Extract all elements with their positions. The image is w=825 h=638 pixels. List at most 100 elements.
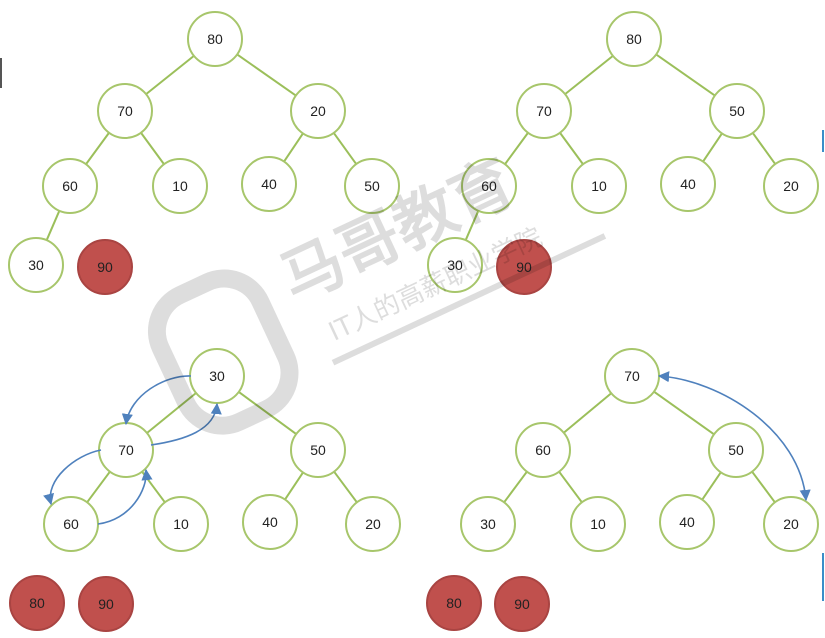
node-label: 80	[446, 595, 462, 611]
node-circle	[344, 158, 400, 214]
tree-edge	[503, 471, 528, 503]
node-label: 20	[365, 516, 381, 532]
node-circle	[516, 83, 572, 139]
node-circle	[461, 158, 517, 214]
node-circle	[515, 422, 571, 478]
heap-node: 10	[570, 496, 626, 552]
heap-node: 30	[427, 237, 483, 293]
swap-arrow	[121, 375, 192, 426]
node-circle	[153, 496, 209, 552]
node-label: 40	[679, 514, 695, 530]
node-label: 90	[97, 259, 113, 275]
node-label: 80	[207, 31, 223, 47]
node-label: 80	[29, 595, 45, 611]
heap-node: 60	[515, 422, 571, 478]
node-circle	[187, 11, 243, 67]
tree-edge	[559, 132, 584, 165]
right-edge-mark-top	[822, 130, 824, 152]
node-label: 60	[63, 516, 79, 532]
tree-edge	[464, 210, 480, 241]
node-circle	[427, 237, 483, 293]
heap-node: 30	[460, 496, 516, 552]
node-label: 40	[680, 176, 696, 192]
node-circle	[709, 83, 765, 139]
tree-edge	[140, 132, 165, 165]
heap-node: 20	[345, 496, 401, 552]
node-label: 30	[28, 257, 44, 273]
sorted-node: 80	[9, 575, 65, 631]
heap-node: 40	[660, 156, 716, 212]
node-label: 50	[729, 103, 745, 119]
heap-node: 50	[708, 422, 764, 478]
node-circle	[242, 494, 298, 550]
heap-node: 10	[571, 158, 627, 214]
heap-node: 70	[98, 422, 154, 478]
tree-edge	[702, 132, 723, 163]
heap-node: 40	[242, 494, 298, 550]
node-label: 20	[783, 178, 799, 194]
tree-edge	[145, 55, 195, 95]
node-label: 30	[480, 516, 496, 532]
heap-node: 60	[42, 158, 98, 214]
node-circle	[570, 496, 626, 552]
heap-node: 40	[659, 494, 715, 550]
tree-edge	[751, 471, 776, 503]
heap-node: 60	[461, 158, 517, 214]
tree-edge	[333, 471, 358, 503]
heap-node: 80	[187, 11, 243, 67]
node-label: 70	[624, 368, 640, 384]
tree-edge	[653, 390, 715, 436]
node-circle	[77, 239, 133, 295]
node-circle	[78, 576, 134, 632]
tree-edge	[85, 132, 110, 165]
node-label: 60	[62, 178, 78, 194]
heap-node: 70	[97, 83, 153, 139]
sorted-node: 90	[78, 576, 134, 632]
heap-node: 20	[763, 158, 819, 214]
left-edge-mark	[0, 58, 2, 88]
heap-node: 20	[290, 83, 346, 139]
tree-edge	[563, 392, 612, 434]
node-label: 90	[516, 259, 532, 275]
tree-edge	[283, 132, 304, 163]
node-label: 10	[590, 516, 606, 532]
node-circle	[290, 422, 346, 478]
node-circle	[8, 237, 64, 293]
node-circle	[290, 83, 346, 139]
tree-edge	[86, 471, 111, 503]
tree-edge	[332, 132, 358, 165]
node-label: 60	[535, 442, 551, 458]
heap-node: 70	[604, 348, 660, 404]
tree-edges-step2	[464, 53, 777, 241]
node-circle	[496, 239, 552, 295]
node-circle	[9, 575, 65, 631]
node-label: 30	[209, 368, 225, 384]
node-circle	[426, 575, 482, 631]
node-label: 60	[481, 178, 497, 194]
tree-edge	[655, 53, 716, 97]
node-circle	[571, 158, 627, 214]
sorted-node: 80	[426, 575, 482, 631]
tree-edge	[751, 132, 777, 165]
node-label: 20	[310, 103, 326, 119]
heap-node: 40	[241, 156, 297, 212]
heap-node: 50	[709, 83, 765, 139]
tree-edge	[146, 392, 197, 434]
node-circle	[42, 158, 98, 214]
sorted-node: 90	[77, 239, 133, 295]
node-label: 10	[172, 178, 188, 194]
tree-edge	[564, 55, 614, 95]
node-label: 80	[626, 31, 642, 47]
tree-edge	[45, 210, 61, 241]
node-label: 40	[261, 176, 277, 192]
node-label: 20	[783, 516, 799, 532]
swap-arrow	[657, 371, 811, 502]
node-circle	[241, 156, 297, 212]
node-circle	[152, 158, 208, 214]
heap-node: 80	[606, 11, 662, 67]
heap-node: 50	[290, 422, 346, 478]
heap-node: 30	[8, 237, 64, 293]
